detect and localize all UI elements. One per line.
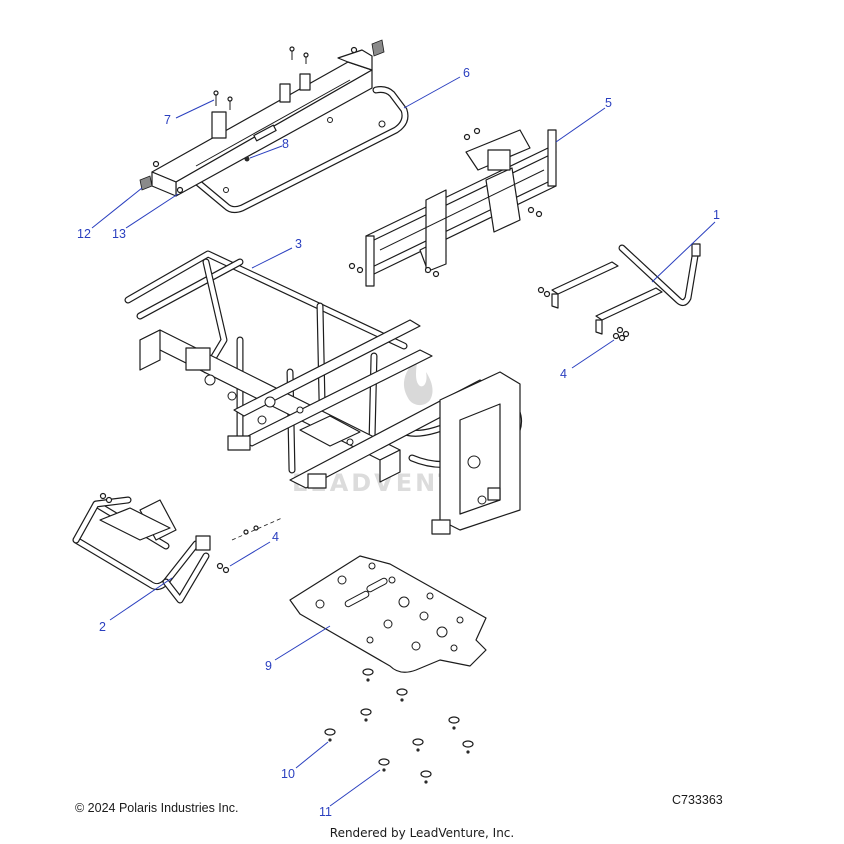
part-1-front-bracket: [537, 243, 701, 338]
part-3-main-frame: [124, 250, 522, 535]
part-6-rear-crossmember: [151, 49, 409, 214]
callout-8: 8: [282, 137, 289, 151]
part-13-plug: [176, 186, 184, 194]
part-8-nut: [244, 156, 250, 162]
callout-3: 3: [295, 237, 302, 251]
callout-leaders: [91, 76, 716, 807]
rendered-by-text: Rendered by LeadVenture, Inc.: [329, 826, 515, 840]
callout-13: 13: [112, 227, 126, 241]
callout-4-rear: 4: [272, 530, 279, 544]
copyright-text: © 2024 Polaris Industries Inc.: [75, 801, 239, 815]
callout-4-front: 4: [560, 367, 567, 381]
part-4-fasteners: [231, 332, 626, 541]
callout-1: 1: [713, 208, 720, 222]
part-7-bolts: [152, 46, 358, 168]
callout-12: 12: [77, 227, 91, 241]
callout-2: 2: [99, 620, 106, 634]
part-10-11-washers: [324, 668, 474, 784]
part-2-rear-bracket: [72, 492, 230, 604]
callout-10: 10: [281, 767, 295, 781]
part-12-end-caps: [139, 39, 385, 191]
diagram-code: C733363: [672, 793, 723, 807]
callout-9: 9: [265, 659, 272, 673]
callout-6: 6: [463, 66, 470, 80]
callout-7: 7: [164, 113, 171, 127]
callout-5: 5: [605, 96, 612, 110]
part-9-skid-plate: [289, 555, 487, 673]
callout-11: 11: [319, 805, 332, 819]
part-5-mount-bracket: [348, 127, 557, 287]
callout-numbers: 1 2 3 4 4 5 6 7 8 9 10 11 12 13: [77, 66, 720, 819]
